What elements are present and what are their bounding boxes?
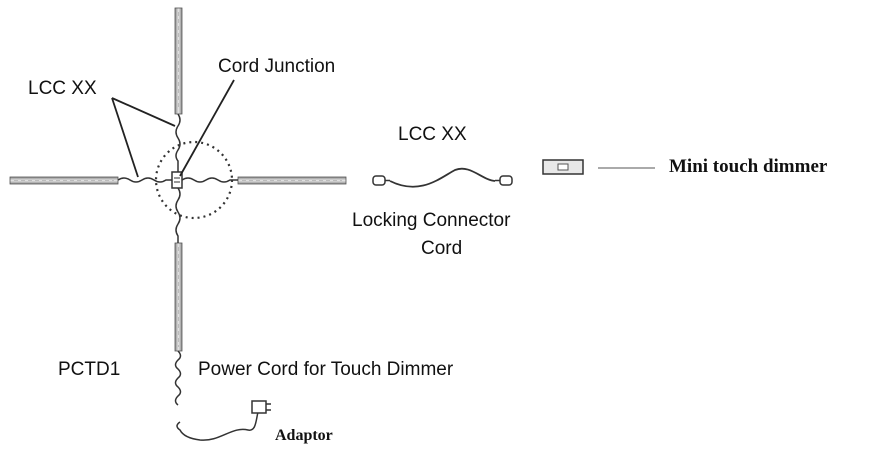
leader-cord-junction bbox=[179, 79, 235, 177]
adaptor-plug bbox=[251, 400, 271, 414]
mini-touch-dimmer-device bbox=[542, 159, 584, 175]
label-locking-connector-line1: Locking Connector bbox=[352, 210, 511, 231]
light-strip-left bbox=[9, 176, 119, 185]
leader-lcc-to-top-cord bbox=[111, 97, 176, 127]
label-cord-junction: Cord Junction bbox=[218, 56, 336, 77]
light-strip-right bbox=[237, 176, 347, 185]
adaptor-cord bbox=[176, 411, 259, 441]
cord-left bbox=[117, 177, 172, 183]
label-adaptor: Adaptor bbox=[275, 427, 333, 444]
cord-right bbox=[181, 177, 238, 183]
label-locking-connector-line2: Cord bbox=[421, 238, 463, 259]
leader-lcc-to-left-cord bbox=[111, 97, 139, 178]
light-strip-bottom bbox=[174, 242, 183, 352]
power-cord-coil bbox=[174, 350, 182, 406]
label-lcc-mid: LCC XX bbox=[398, 124, 467, 145]
label-lcc-left: LCC XX bbox=[28, 78, 97, 99]
label-pctd1: PCTD1 bbox=[58, 359, 121, 380]
label-mini-touch-dimmer: Mini touch dimmer bbox=[669, 156, 828, 177]
label-power-cord: Power Cord for Touch Dimmer bbox=[198, 359, 454, 380]
locking-connector-cord bbox=[372, 167, 513, 188]
light-strip-top bbox=[174, 7, 183, 115]
cord-top bbox=[175, 113, 181, 172]
cord-bottom bbox=[175, 187, 181, 243]
